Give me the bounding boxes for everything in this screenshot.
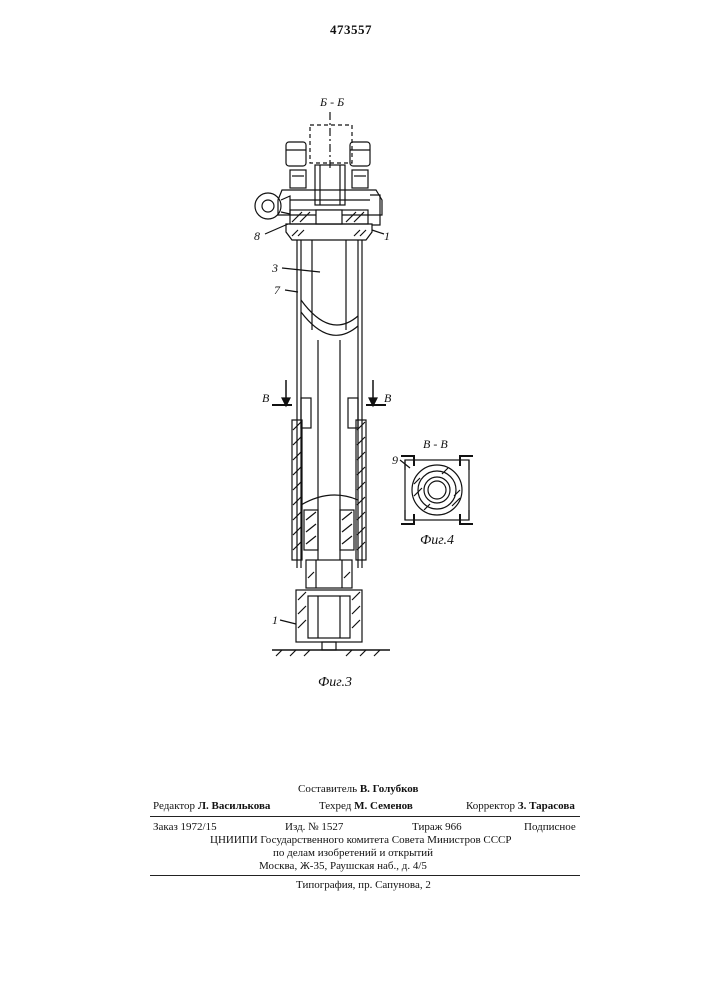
section-marker-v-left [272,380,292,406]
fig4-cross-section [401,456,473,524]
corrector-name: З. Тарасова [518,800,575,812]
label-section-bb: Б - Б [319,95,344,109]
compiler-line: Составитель В. Голубков [298,782,418,796]
label-section-v-left: В [262,391,270,405]
fig4-caption: Фиг.4 [420,533,454,548]
footer-rule-top [150,816,580,817]
label-1-top: 1 [384,229,390,243]
leader-8 [265,224,288,234]
label-section-v-right: В [384,391,392,405]
techred-line: Техред М. Семенов [319,799,413,813]
leader-1-bottom [280,620,296,624]
org-line-3: Москва, Ж-35, Раушская наб., д. 4/5 [259,859,427,873]
techred-name: М. Семенов [354,800,413,812]
editor-line: Редактор Л. Василькова [153,799,270,813]
ground [272,650,390,656]
editor-name: Л. Василькова [198,800,271,812]
base-block [296,590,362,650]
editor-label: Редактор [153,800,195,812]
circulation: Тираж 966 [412,820,462,834]
section-marker-v-right [366,380,386,406]
compiler-label: Составитель [298,783,357,795]
corrector-line: Корректор З. Тарасова [466,799,575,813]
edition-number: Изд. № 1527 [285,820,343,834]
order-number: Заказ 1972/15 [153,820,217,834]
label-8: 8 [254,229,260,243]
motor-outline [310,125,352,163]
nut-assembly [301,495,358,588]
footer-rule-bottom [150,875,580,876]
label-section-vv: В - В [423,437,448,451]
leader-1-top [372,230,384,234]
compiler-name: В. Голубков [360,783,419,795]
label-9: 9 [392,453,398,467]
label-3: 3 [271,261,278,275]
lower-sleeve [292,398,366,560]
label-7: 7 [274,283,281,297]
org-line-1: ЦНИИПИ Государственного комитета Совета … [210,833,512,847]
corrector-label: Корректор [466,800,515,812]
techred-label: Техред [319,800,351,812]
label-1-bottom: 1 [272,613,278,627]
inner-shaft [301,240,358,560]
subscription: Подписное [524,820,576,834]
org-line-2: по делам изобретений и открытий [273,846,433,860]
printing-house: Типография, пр. Сапунова, 2 [296,878,431,892]
fig3-caption: Фиг.3 [318,675,352,690]
leader-7 [285,290,298,292]
